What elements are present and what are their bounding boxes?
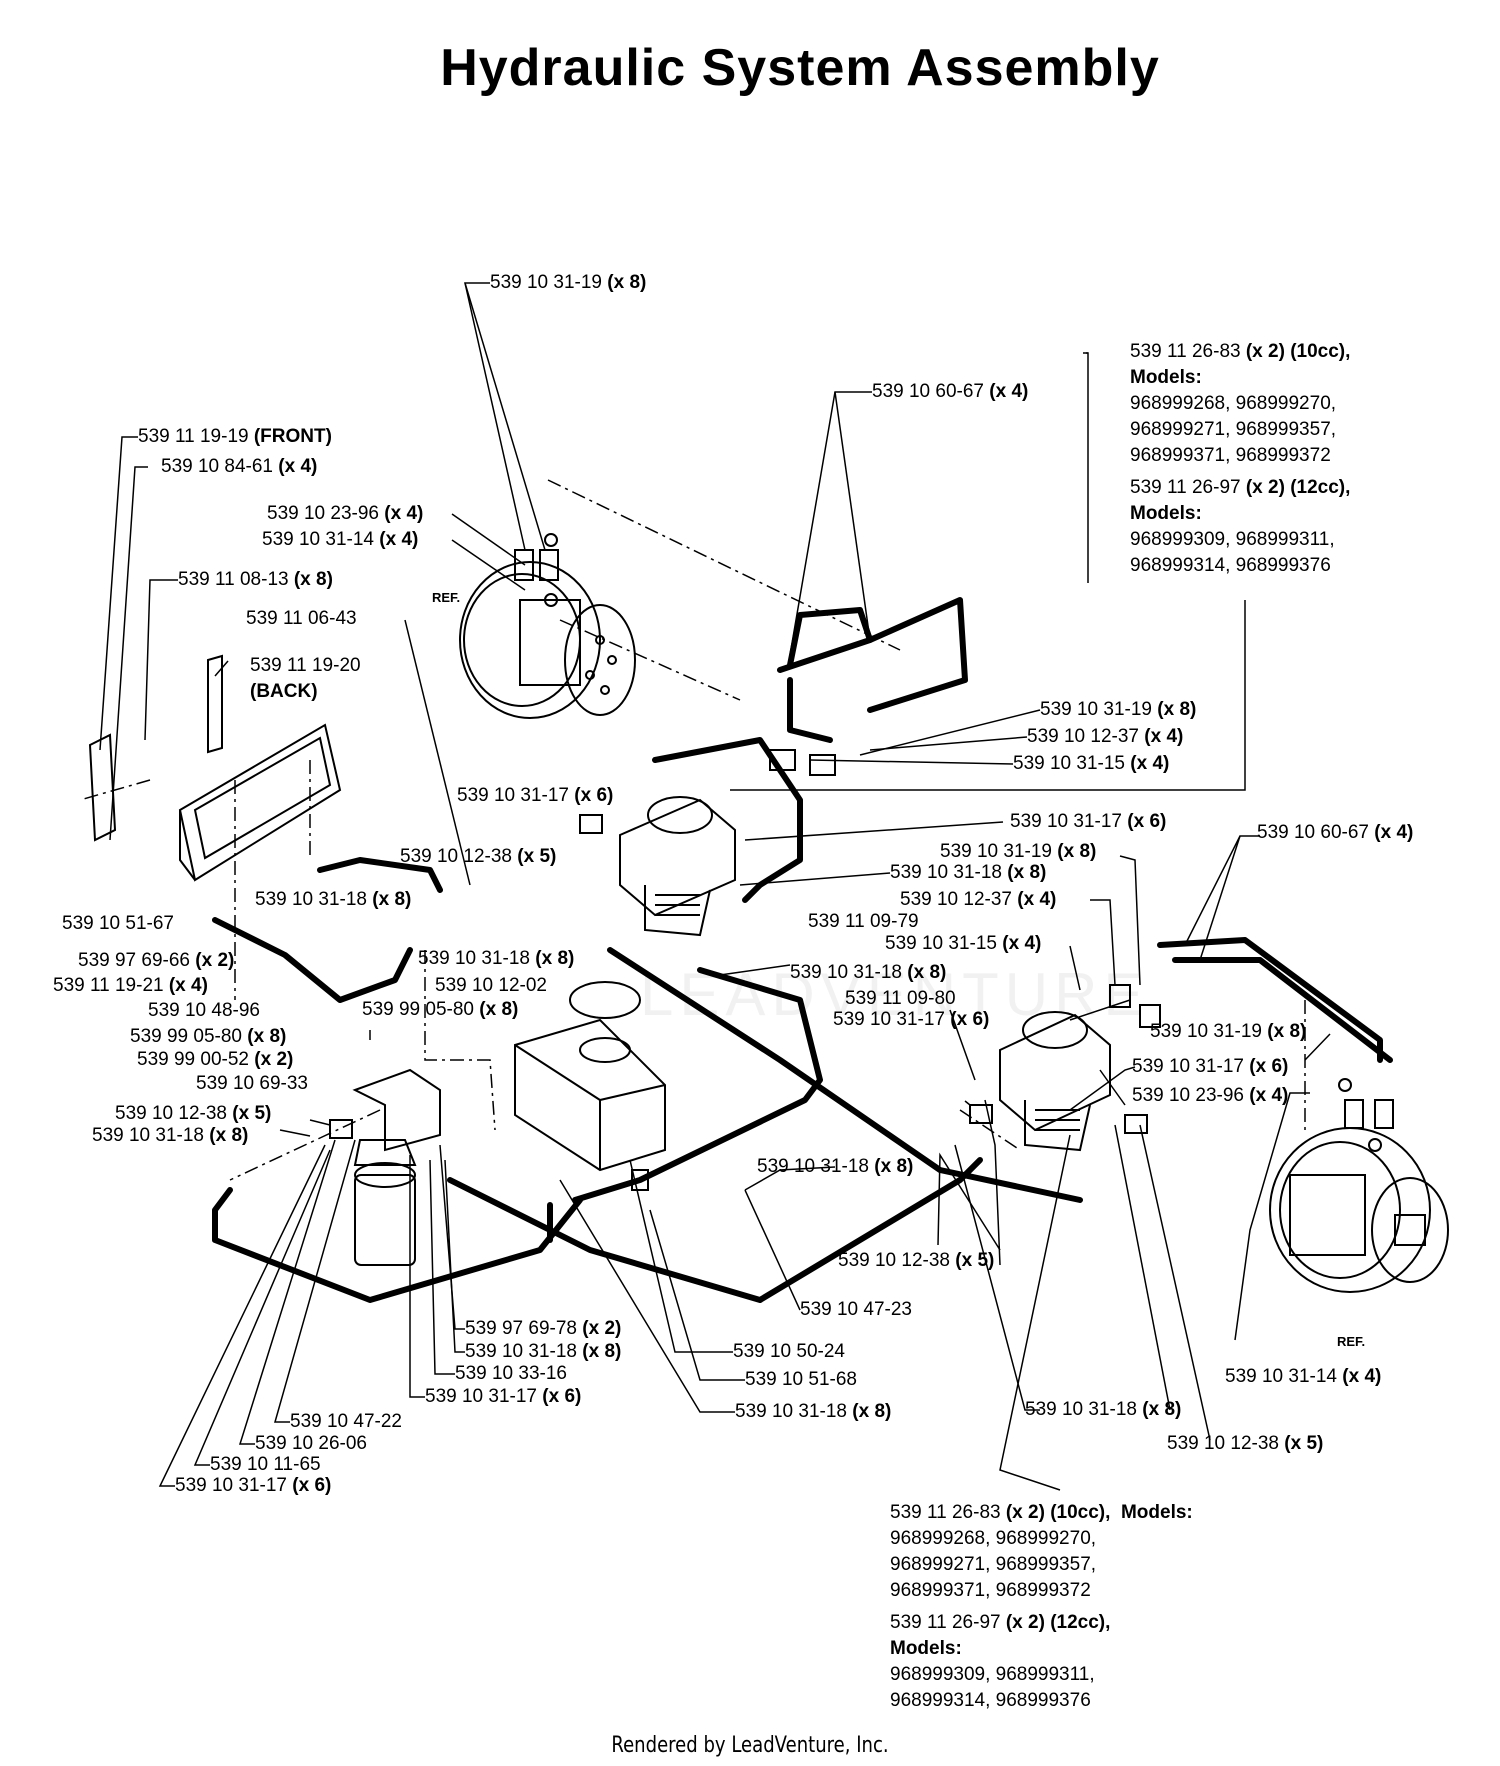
part-label: 539 10 12-02	[435, 975, 547, 996]
part-label: 539 10 31-19 (x 8)	[940, 841, 1097, 862]
right-wheel-motor	[1269, 1127, 1449, 1293]
part-label: 539 10 48-96	[148, 1000, 260, 1021]
footer-credit: Rendered by LeadVenture, Inc.	[611, 1733, 889, 1758]
part-label: 539 10 84-61 (x 4)	[161, 456, 318, 477]
part-label: 539 10 12-38 (x 5)	[1167, 1433, 1324, 1454]
part-label: 539 11 19-21 (x 4)	[53, 975, 208, 996]
oil-cooler	[178, 723, 342, 882]
back-bracket	[207, 654, 223, 754]
part-label: 539 10 31-18 (x 8)	[890, 862, 1047, 883]
part-label: 539 10 60-67 (x 4)	[1257, 822, 1414, 843]
leader-lines	[99, 282, 1331, 1491]
part-label: 539 10 12-37 (x 4)	[1027, 726, 1184, 747]
ref-label: REF.	[1337, 1334, 1366, 1349]
part-label: (BACK)	[250, 681, 318, 702]
part-label: 539 97 69-78 (x 2)	[465, 1318, 622, 1339]
alignment-lines	[79, 479, 1306, 1181]
fittings	[329, 533, 1394, 1152]
part-label: 539 11 06-43	[246, 608, 357, 629]
part-label: 539 10 31-17 (x 6)	[457, 785, 614, 806]
part-label: 539 99 05-80 (x 8)	[362, 999, 519, 1020]
part-label: 539 97 69-66 (x 2)	[78, 950, 235, 971]
part-label: 539 11 19-20	[250, 655, 361, 676]
part-label: 539 10 31-18 (x 8)	[92, 1125, 249, 1146]
model-note-bottom: 539 11 26-83 (x 2) (10cc), Models: 96899…	[890, 1502, 1193, 1711]
part-label: 539 10 31-14 (x 4)	[262, 529, 419, 550]
model-note-top: 539 11 26-83 (x 2) (10cc), Models: 96899…	[1130, 341, 1351, 576]
part-label: 539 10 31-19 (x 8)	[490, 272, 647, 293]
part-label: 539 10 51-68	[745, 1369, 857, 1390]
part-label: 539 10 31-15 (x 4)	[885, 933, 1042, 954]
part-label: 539 10 31-15 (x 4)	[1013, 753, 1170, 774]
left-wheel-motor	[459, 561, 636, 719]
part-label: 539 11 09-80	[845, 988, 956, 1009]
part-label: 539 10 31-18 (x 8)	[255, 889, 412, 910]
oil-filter	[353, 1139, 417, 1266]
page-title: Hydraulic System Assembly	[440, 39, 1160, 97]
part-label: 539 10 31-18 (x 8)	[735, 1401, 892, 1422]
part-label: 539 99 00-52 (x 2)	[137, 1049, 294, 1070]
part-label: 539 10 31-14 (x 4)	[1225, 1366, 1382, 1387]
part-label: 539 11 09-79	[808, 911, 919, 932]
part-label: 539 10 69-33	[196, 1073, 308, 1094]
part-label: 539 10 12-38 (x 5)	[400, 846, 557, 867]
part-label: 539 99 05-80 (x 8)	[130, 1026, 287, 1047]
part-label: 539 10 31-18 (x 8)	[757, 1156, 914, 1177]
part-label: 539 10 23-96 (x 4)	[1132, 1085, 1289, 1106]
filter-bracket	[352, 1068, 441, 1152]
part-label: 539 11 08-13 (x 8)	[178, 569, 333, 590]
right-pump	[999, 1011, 1111, 1152]
front-bracket	[88, 733, 117, 842]
reservoir-tank	[514, 981, 666, 1191]
part-label: 539 10 11-65	[210, 1454, 321, 1475]
part-label: 539 10 12-37 (x 4)	[900, 889, 1057, 910]
part-label: 539 10 31-17 (x 6)	[1132, 1056, 1289, 1077]
part-label: 539 10 31-17 (x 6)	[833, 1009, 990, 1030]
part-label: 539 10 12-38 (x 5)	[115, 1103, 272, 1124]
part-label: 539 10 51-67	[62, 913, 174, 934]
part-label: 539 10 31-17 (x 6)	[1010, 811, 1167, 832]
watermark: LEADVENTURE	[640, 961, 1150, 1028]
left-pump	[619, 796, 736, 937]
part-label: 539 10 12-38 (x 5)	[838, 1250, 995, 1271]
hydraulic-lines	[212, 597, 1393, 1303]
part-label: 539 10 47-22	[290, 1411, 402, 1432]
part-label: 539 10 31-18 (x 8)	[465, 1341, 622, 1362]
part-label: 539 10 60-67 (x 4)	[872, 381, 1029, 402]
part-label: 539 10 23-96 (x 4)	[267, 503, 424, 524]
part-label: 539 10 47-23	[800, 1299, 912, 1320]
part-label: 539 10 31-19 (x 8)	[1040, 699, 1197, 720]
part-label: 539 10 26-06	[255, 1433, 367, 1454]
part-label: 539 10 33-16	[455, 1363, 567, 1384]
part-label: 539 10 50-24	[733, 1341, 845, 1362]
part-label: 539 10 31-18 (x 8)	[418, 948, 575, 969]
part-label: 539 11 19-19 (FRONT)	[138, 426, 332, 447]
part-label: 539 10 31-18 (x 8)	[790, 962, 947, 983]
part-label: 539 10 31-17 (x 6)	[175, 1475, 332, 1496]
part-label: 539 10 31-17 (x 6)	[425, 1386, 582, 1407]
ref-label: REF.	[432, 590, 461, 605]
part-label: 539 10 31-18 (x 8)	[1025, 1399, 1182, 1420]
part-label: 539 10 31-19 (x 8)	[1150, 1021, 1307, 1042]
